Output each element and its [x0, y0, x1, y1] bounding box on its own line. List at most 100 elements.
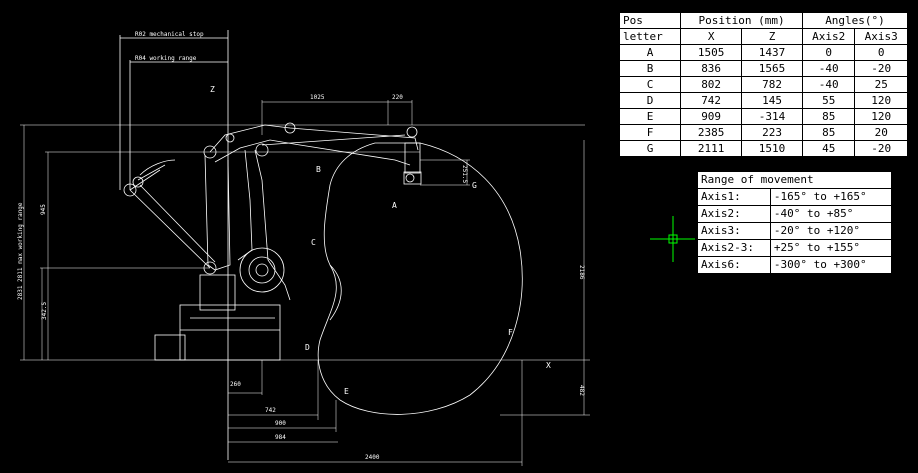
- cell-letter: D: [618, 92, 682, 109]
- inner-range-arc: [329, 264, 342, 321]
- cell-axis2: 55: [801, 92, 856, 109]
- table-row: A 1505 1437 0 0: [618, 44, 908, 61]
- range-axis: Axis3:: [697, 222, 771, 240]
- pos-header: Pos: [618, 12, 682, 29]
- table-row: D 742 145 55 120: [618, 92, 908, 109]
- letter-header: letter: [618, 28, 682, 45]
- crosshair-cursor: [650, 216, 695, 262]
- cell-axis3: 25: [854, 76, 908, 93]
- cell-axis2: 0: [801, 44, 856, 61]
- cell-x: 2111: [680, 140, 743, 157]
- range-title: Range of movement: [697, 171, 892, 189]
- table-row: C 802 782 -40 25: [618, 76, 908, 93]
- table-row: E 909 -314 85 120: [618, 108, 908, 125]
- point-b: B: [316, 165, 321, 174]
- dim-251: 251.5: [461, 165, 468, 183]
- dim-984: 984: [275, 434, 286, 441]
- dim-2186: 2186: [578, 265, 585, 280]
- lower-arm: [204, 154, 231, 271]
- point-c: C: [311, 238, 316, 247]
- range-axis: Axis6:: [697, 256, 771, 274]
- axis2-header: Axis2: [801, 28, 856, 45]
- z-header: Z: [741, 28, 803, 45]
- angles-header: Angles(°): [801, 12, 909, 29]
- cell-axis2: 85: [801, 108, 856, 125]
- dim-900: 900: [275, 420, 286, 427]
- cell-axis2: 45: [801, 140, 856, 157]
- axis3-header: Axis3: [854, 28, 908, 45]
- dim-482: 482: [578, 385, 585, 396]
- cell-letter: E: [618, 108, 682, 125]
- range-axis: Axis2:: [697, 205, 771, 223]
- mech-stop-label: R02 mechanical stop: [135, 31, 204, 38]
- work-range-label: R04 working range: [135, 55, 197, 62]
- range-value: -165° to +165°: [769, 188, 893, 206]
- table-row: Axis2-3: +25° to +155°: [697, 239, 893, 257]
- cell-axis2: -40: [801, 60, 856, 77]
- cell-axis2: 85: [801, 124, 856, 141]
- point-f: F: [508, 328, 513, 337]
- cell-axis3: 0: [854, 44, 908, 61]
- table-row: Axis3: -20° to +120°: [697, 222, 893, 240]
- point-a: A: [392, 201, 397, 210]
- dim-945: 945: [40, 204, 47, 215]
- upper-arm: [209, 124, 419, 153]
- cell-letter: F: [618, 124, 682, 141]
- wrist-flange: [404, 142, 421, 174]
- cell-x: 2385: [680, 124, 743, 141]
- range-value: -40° to +85°: [769, 205, 893, 223]
- cell-axis3: -20: [854, 140, 908, 157]
- cell-axis3: 120: [854, 108, 908, 125]
- cell-z: 1565: [741, 60, 803, 77]
- cell-z: 1437: [741, 44, 803, 61]
- left-reach-arc: [139, 159, 176, 176]
- x-header: X: [680, 28, 743, 45]
- cell-z: 782: [741, 76, 803, 93]
- cell-letter: G: [618, 140, 682, 157]
- dim-260: 260: [230, 381, 241, 388]
- cell-x: 909: [680, 108, 743, 125]
- range-axis: Axis2-3:: [697, 239, 771, 257]
- table-row: B 836 1565 -40 -20: [618, 60, 908, 77]
- robot-base: [179, 304, 281, 361]
- table-row: F 2385 223 85 20: [618, 124, 908, 141]
- working-range-envelope: [317, 142, 523, 415]
- point-e: E: [344, 387, 349, 396]
- axis2-motor: [239, 247, 285, 293]
- dim-342: 342.5: [41, 302, 48, 320]
- cell-letter: C: [618, 76, 682, 93]
- table-row: G 2111 1510 45 -20: [618, 140, 908, 157]
- point-d: D: [305, 343, 310, 352]
- cell-axis2: -40: [801, 76, 856, 93]
- dim-2400: 2400: [365, 454, 380, 461]
- cell-z: 145: [741, 92, 803, 109]
- range-value: -20° to +120°: [769, 222, 893, 240]
- axis-x: X: [546, 361, 551, 370]
- cell-x: 1505: [680, 44, 743, 61]
- cell-x: 742: [680, 92, 743, 109]
- rear-link: [129, 189, 211, 269]
- cell-x: 802: [680, 76, 743, 93]
- cell-z: 223: [741, 124, 803, 141]
- point-g: G: [472, 181, 477, 190]
- dim-220: 220: [392, 94, 403, 101]
- axis-z: Z: [210, 85, 215, 94]
- dim-vertical-left: 2831 2811 max working range: [17, 202, 24, 300]
- table-row: Axis2: -40° to +85°: [697, 205, 893, 223]
- cell-x: 836: [680, 60, 743, 77]
- position-header: Position (mm): [680, 12, 803, 29]
- cell-axis3: 120: [854, 92, 908, 109]
- cell-axis3: 20: [854, 124, 908, 141]
- cell-axis3: -20: [854, 60, 908, 77]
- table-row: Axis6: -300° to +300°: [697, 256, 893, 274]
- range-value: -300° to +300°: [769, 256, 893, 274]
- range-of-movement-table: Range of movement Axis1: -165° to +165° …: [697, 171, 893, 274]
- cell-z: 1510: [741, 140, 803, 157]
- range-axis: Axis1:: [697, 188, 771, 206]
- position-table: Pos Position (mm) Angles(°) letter X Z A…: [618, 12, 909, 157]
- dim-742: 742: [265, 407, 276, 414]
- cell-letter: B: [618, 60, 682, 77]
- dim-1025: 1025: [310, 94, 325, 101]
- cell-z: -314: [741, 108, 803, 125]
